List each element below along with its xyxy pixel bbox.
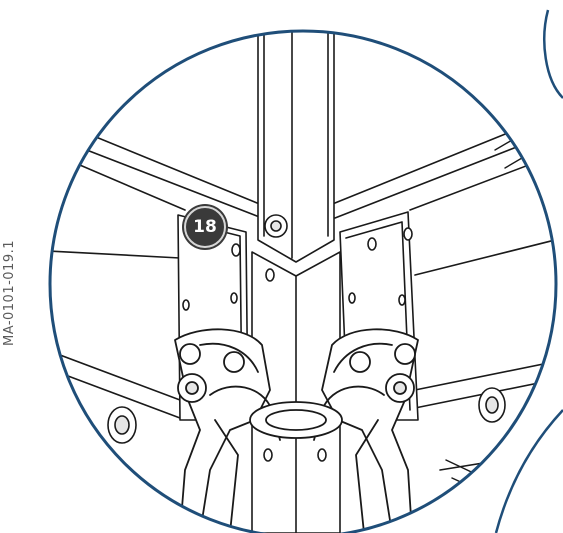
callout-badge: 18	[184, 206, 226, 248]
secondary-detail-circle-bottom	[494, 409, 563, 533]
left-knob	[107, 406, 137, 444]
secondary-detail-circle-top	[543, 9, 563, 99]
screw-top	[264, 214, 288, 238]
callout-number: 18	[193, 217, 217, 237]
vertical-post	[257, 31, 335, 263]
right-knob	[478, 387, 506, 423]
document-code: MA-0101-019.1	[2, 239, 17, 346]
connector-ring	[249, 401, 343, 439]
detail-circle	[48, 29, 558, 533]
